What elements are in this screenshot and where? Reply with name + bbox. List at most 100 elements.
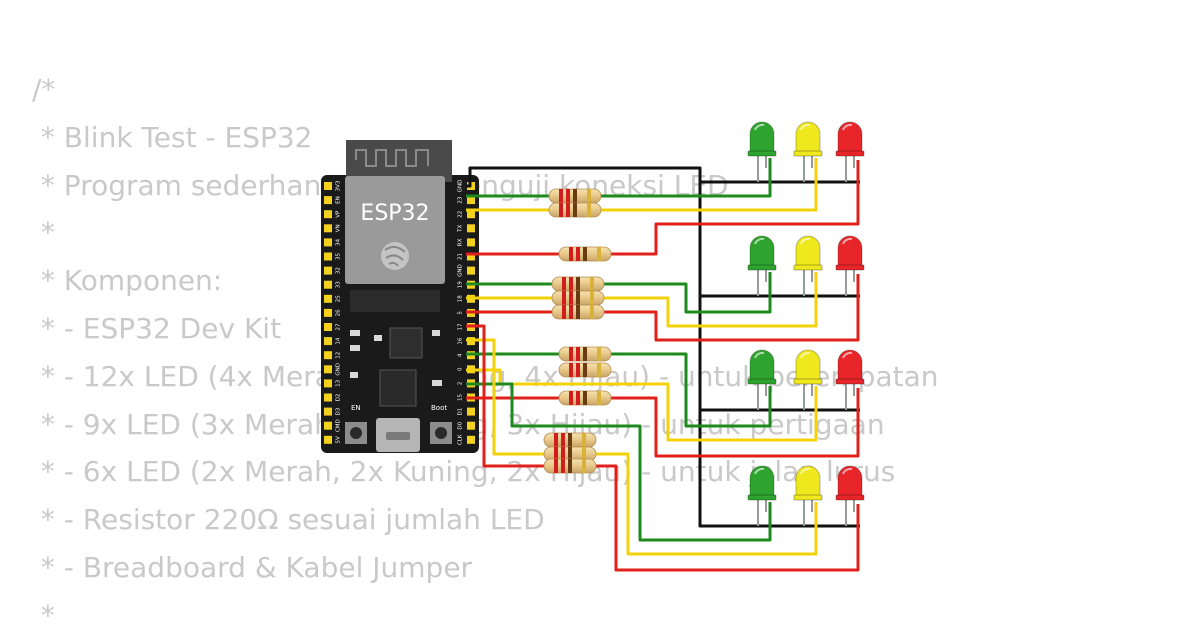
resistor	[543, 432, 597, 448]
led-red	[835, 349, 865, 410]
wire-g2-green	[466, 272, 772, 314]
wire-g4-yellow	[466, 338, 818, 556]
led-yellow	[793, 349, 823, 410]
pin-label: 17	[458, 323, 464, 330]
wire-g1-yellow	[466, 158, 818, 212]
smd-4	[432, 330, 440, 336]
pin	[324, 407, 332, 416]
smd-2	[350, 345, 360, 351]
leds	[747, 121, 865, 526]
pin-label: EN	[336, 196, 342, 204]
resistor	[551, 304, 605, 320]
pin-label: 4	[458, 353, 464, 357]
pin	[467, 238, 475, 247]
led-yellow	[793, 465, 823, 526]
code-line: /*	[32, 73, 56, 106]
pin	[324, 365, 332, 374]
led-yellow	[793, 121, 823, 182]
resistor	[551, 290, 605, 306]
pin-label: TX	[458, 225, 464, 233]
antenna	[346, 140, 452, 182]
pin	[324, 393, 332, 402]
pin	[324, 224, 332, 233]
resistor	[558, 390, 612, 406]
pin	[467, 210, 475, 219]
pin-label: VN	[336, 224, 342, 232]
led-red	[835, 235, 865, 296]
resistor	[548, 202, 602, 218]
pin-label: 32	[336, 267, 342, 274]
pin-label: 35	[336, 253, 342, 260]
resistor	[543, 458, 597, 474]
pin	[467, 421, 475, 430]
pin	[324, 351, 332, 360]
boot-button-label: Boot	[431, 404, 447, 412]
pin-label: 26	[336, 309, 342, 316]
resistor	[548, 188, 602, 204]
pin	[467, 196, 475, 205]
pin-label: D1	[458, 408, 464, 416]
pin-label: 25	[336, 295, 342, 302]
pin	[324, 294, 332, 303]
wire-g3-green	[466, 352, 772, 428]
smd-1	[350, 330, 360, 336]
esp32-board: ESP32 EN Boot 3V3ENVPVN34353233252627141…	[321, 140, 479, 453]
pin-label: 22	[458, 211, 464, 218]
pin-label: D3	[336, 407, 342, 415]
left-pin-header: 3V3ENVPVN343532332526271412GND13D2D3CMD5…	[324, 180, 342, 444]
pin	[324, 435, 332, 444]
pin-label: 19	[458, 281, 464, 288]
pin-label: 15	[458, 394, 464, 401]
boot-button-cap	[435, 427, 447, 439]
pin	[324, 196, 332, 205]
pin	[324, 280, 332, 289]
pin-label: 21	[458, 253, 464, 260]
wire-g4-red	[466, 324, 860, 572]
pin-label: 12	[336, 352, 342, 359]
smd-6	[350, 372, 358, 378]
pin	[324, 337, 332, 346]
resistor	[558, 362, 612, 378]
chip-shield	[345, 176, 445, 284]
pin	[467, 252, 475, 261]
pin-label: GND	[458, 264, 464, 277]
pin	[324, 266, 332, 275]
wire-g2-yellow	[466, 272, 818, 328]
pin-label: GND	[458, 180, 464, 193]
led-red	[835, 465, 865, 526]
pin	[324, 238, 332, 247]
pin-label: 13	[336, 379, 342, 386]
pin-label: 5	[458, 311, 464, 315]
en-button-cap	[350, 427, 362, 439]
smd-3	[374, 335, 382, 341]
smd-5	[432, 380, 442, 386]
led-red	[835, 121, 865, 182]
pin-label: RX	[458, 238, 464, 246]
wire-g3-yellow	[466, 368, 818, 442]
usb-chip	[379, 369, 417, 407]
code-line: *	[32, 216, 55, 250]
resistor	[558, 346, 612, 362]
pin-label: D0	[458, 421, 464, 429]
pin-label: VP	[336, 210, 342, 218]
pin-label: GND	[336, 363, 342, 376]
pin	[324, 323, 332, 331]
pin	[324, 210, 332, 219]
antenna-trace	[355, 149, 429, 167]
pin	[324, 182, 332, 190]
pin	[467, 266, 475, 275]
pin-label: 0	[458, 367, 464, 371]
pin	[324, 308, 332, 317]
chip-label: ESP32	[360, 201, 429, 226]
regulator	[389, 327, 423, 359]
pin-label: 5V	[336, 436, 342, 443]
pin	[467, 407, 475, 416]
module-pads	[350, 290, 440, 312]
pin-label: 16	[458, 337, 464, 344]
wire-g1-green	[466, 158, 772, 198]
pin-label: 3V3	[336, 180, 342, 191]
resistor	[551, 276, 605, 292]
pin	[324, 421, 332, 430]
pin-label: 18	[458, 295, 464, 302]
